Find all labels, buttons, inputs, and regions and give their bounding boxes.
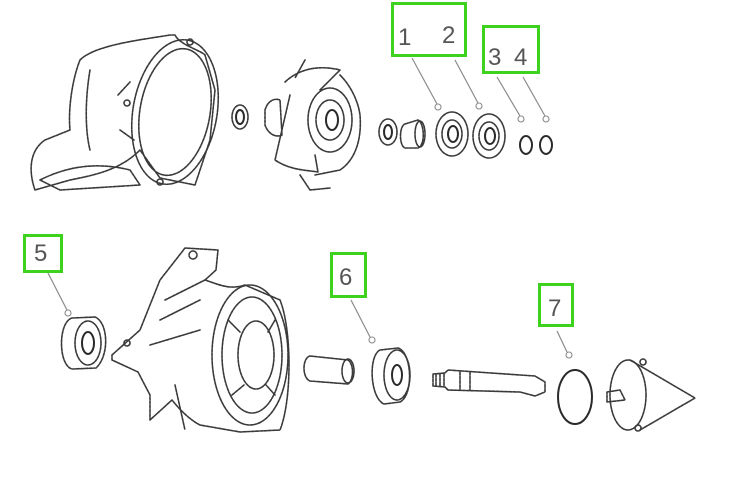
spacer-tube-part bbox=[303, 355, 355, 385]
callout-box-6 bbox=[330, 252, 367, 298]
o-ring-7-part bbox=[557, 369, 593, 425]
callout-label-5: 5 bbox=[34, 240, 48, 267]
callout-box-1-2 bbox=[391, 2, 467, 57]
callout-label-2: 2 bbox=[442, 22, 456, 49]
bearing-housing-part bbox=[111, 247, 290, 433]
callout-box-5 bbox=[23, 234, 63, 273]
callout-label-7: 7 bbox=[548, 295, 562, 322]
bearing-5-part bbox=[60, 316, 107, 370]
callout-label-6: 6 bbox=[339, 264, 353, 291]
bearing-6-part bbox=[371, 347, 411, 405]
washer-part bbox=[378, 118, 398, 146]
nose-cone-part bbox=[606, 358, 696, 432]
impeller-part bbox=[264, 59, 362, 191]
o-ring-4-part bbox=[539, 135, 553, 155]
callout-label-3: 3 bbox=[488, 44, 502, 71]
callout-box-3-4 bbox=[482, 25, 540, 74]
callout-box-7 bbox=[538, 283, 574, 327]
top-leader-lines bbox=[411, 57, 550, 123]
seal-ring-part bbox=[231, 104, 249, 130]
bearing-2-part bbox=[472, 113, 506, 159]
o-ring-3-part bbox=[519, 135, 533, 155]
bottom-leader-lines bbox=[47, 272, 573, 359]
callout-label-1: 1 bbox=[398, 24, 412, 51]
bearing-1-part bbox=[435, 111, 469, 157]
volute-housing-part bbox=[30, 34, 220, 191]
sleeve-part bbox=[399, 119, 426, 149]
shaft-part bbox=[432, 369, 546, 397]
callout-label-4: 4 bbox=[514, 44, 528, 71]
